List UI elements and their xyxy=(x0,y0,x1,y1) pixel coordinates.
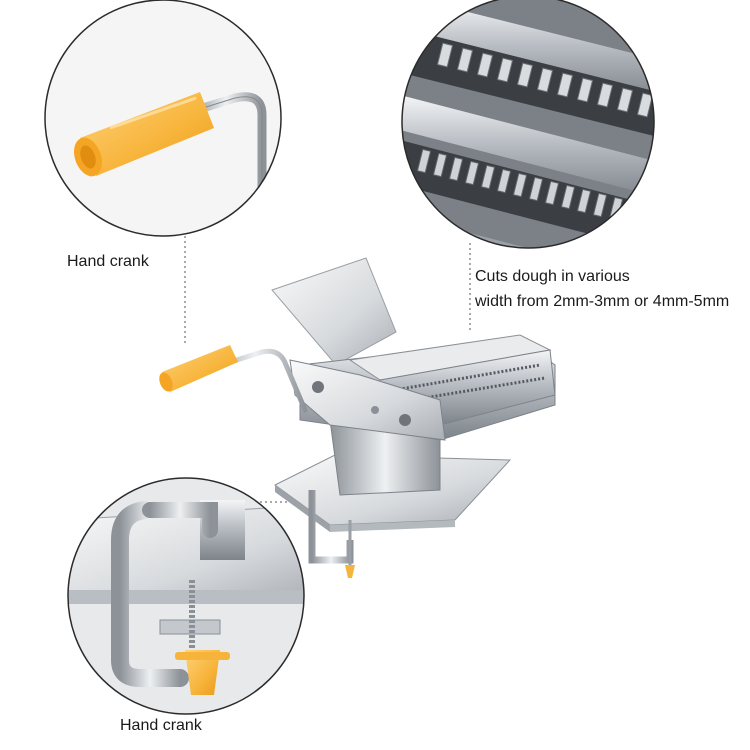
caption-cutter-description: Cuts dough in various width from 2mm-3mm… xyxy=(475,264,729,314)
upper-cutter-teeth xyxy=(410,30,654,140)
clamp-closeup-circle xyxy=(67,477,305,715)
caption-cutter-line-2: width from 2mm-3mm or 4mm-5mm xyxy=(475,293,730,310)
caption-hand-crank-bottom: Hand crank xyxy=(120,717,202,734)
orange-handle xyxy=(159,345,238,392)
caption-hand-crank-top: Hand crank xyxy=(67,253,149,270)
orange-handle-closeup xyxy=(73,92,214,177)
crank-closeup-circle xyxy=(44,0,282,237)
cutter-closeup-circle xyxy=(401,0,655,249)
leader-lines xyxy=(184,236,471,503)
caption-cutter-line-1: Cuts dough in various xyxy=(475,268,630,285)
table-clamp xyxy=(308,490,355,578)
pasta-machine xyxy=(159,257,556,578)
clamp-screw-handle xyxy=(175,650,230,695)
